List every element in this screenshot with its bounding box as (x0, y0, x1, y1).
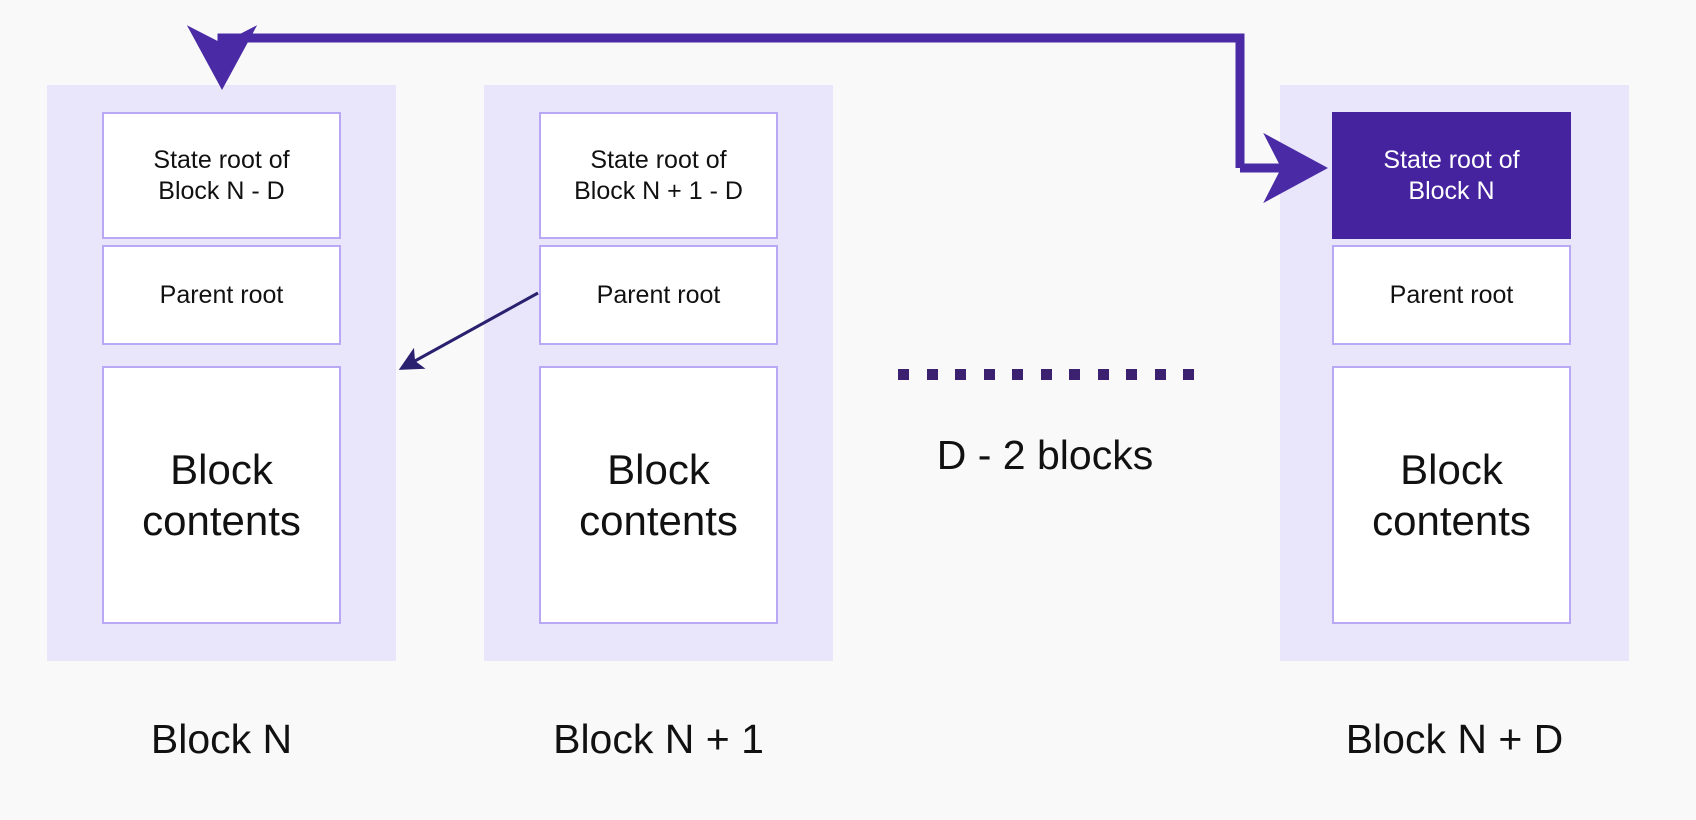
block-contents-line-1: Block (1400, 445, 1503, 493)
state-root-line-2: Block N - D (158, 176, 285, 205)
state-root-line-1: State root of (153, 146, 290, 174)
block-contents-line-1: Block (607, 445, 710, 493)
parent-root-label: Parent root (159, 280, 284, 309)
ellipsis-dot (1183, 368, 1194, 380)
column-caption-block-n: Block N (150, 716, 293, 762)
block-contents-box-block-n-plus-1[interactable]: Block contents (539, 366, 778, 624)
state-root-line-1: State root of (590, 146, 727, 174)
parent-root-box-block-n[interactable]: Parent root (102, 245, 341, 345)
block-contents-line-1: Block (170, 445, 273, 493)
ellipsis-dot (1126, 368, 1137, 380)
column-caption-block-n-plus-1: Block N + 1 (553, 716, 764, 762)
block-contents-line-2: contents (1372, 497, 1531, 544)
state-root-line-2: Block N (1408, 176, 1495, 205)
block-contents-box-block-n[interactable]: Block contents (102, 366, 341, 624)
ellipsis-dot (1012, 368, 1023, 380)
ellipsis-dot (1040, 368, 1052, 380)
ellipsis-dots (898, 368, 1194, 380)
block-contents-line-2: contents (142, 497, 301, 544)
block-contents-line-2: contents (579, 497, 738, 544)
ellipsis-dot (983, 368, 995, 380)
state-root-box-block-n[interactable]: State root of Block N - D (102, 112, 341, 239)
ellipsis-dot (926, 368, 938, 380)
parent-root-box-block-n-plus-d[interactable]: Parent root (1332, 245, 1571, 345)
gap-label: D - 2 blocks (936, 432, 1154, 478)
column-caption-block-n-plus-d: Block N + D (1345, 716, 1564, 762)
ellipsis-dot (1154, 368, 1166, 380)
ellipsis-dot (955, 368, 966, 380)
state-root-line-1: State root of (1383, 146, 1520, 174)
ellipsis-dot (1069, 368, 1080, 380)
state-root-box-block-n-plus-1[interactable]: State root of Block N + 1 - D (539, 112, 778, 239)
ellipsis-dot (1097, 368, 1109, 380)
parent-root-label: Parent root (596, 280, 721, 309)
ellipsis-dot (898, 368, 909, 380)
state-root-line-2: Block N + 1 - D (574, 176, 743, 205)
block-contents-box-block-n-plus-d[interactable]: Block contents (1332, 366, 1571, 624)
parent-root-label: Parent root (1389, 280, 1514, 309)
state-root-box-block-n-plus-d[interactable]: State root of Block N (1332, 112, 1571, 239)
parent-root-box-block-n-plus-1[interactable]: Parent root (539, 245, 778, 345)
